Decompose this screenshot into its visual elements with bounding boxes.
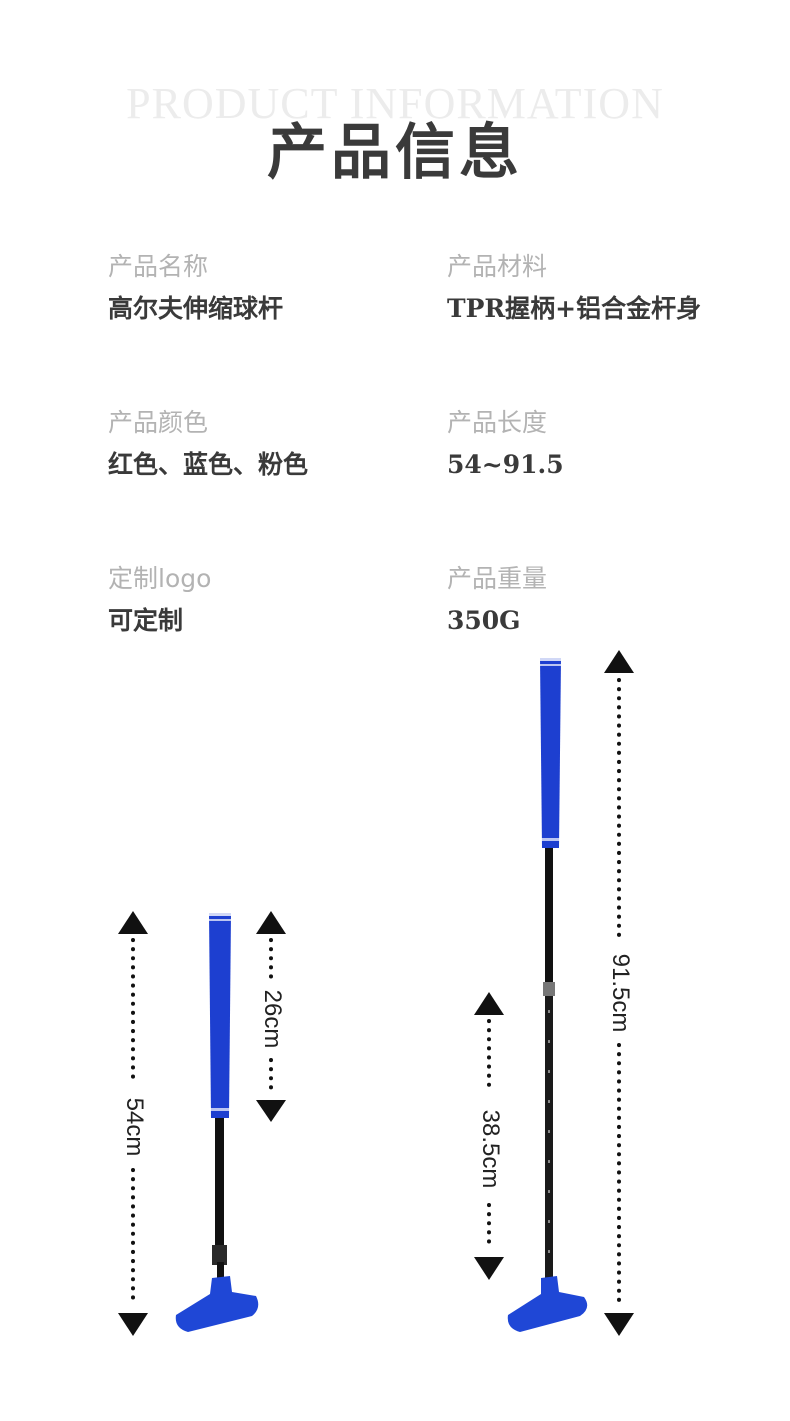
spec-color: 产品颜色 红色、蓝色、粉色 <box>108 408 308 480</box>
dimension-label-54cm: 54cm <box>121 1097 148 1157</box>
dimension-label-38-5cm: 38.5cm <box>477 1109 504 1189</box>
spec-label: 产品颜色 <box>108 408 209 437</box>
spec-product-name: 产品名称 高尔夫伸缩球杆 <box>108 252 283 324</box>
spec-material: 产品材料 TPR握柄+铝合金杆身 <box>447 252 701 324</box>
arrow-down-icon <box>474 1257 504 1280</box>
short-putter-head <box>175 1276 259 1332</box>
spec-value: 350G <box>447 606 521 635</box>
spec-value: TPR握柄+铝合金杆身 <box>447 294 702 323</box>
spec-label: 产品长度 <box>447 408 548 437</box>
dimension-91-5cm <box>604 650 634 1336</box>
spec-value: 54~91.5 <box>447 450 564 479</box>
long-putter <box>507 658 588 1332</box>
dimension-label-91-5cm: 91.5cm <box>607 953 634 1033</box>
arrow-down-icon <box>118 1313 148 1336</box>
arrow-up-icon <box>604 650 634 673</box>
arrow-down-icon <box>256 1100 286 1122</box>
dimension-26cm <box>256 911 286 1122</box>
spec-weight: 产品重量 350G <box>447 564 547 636</box>
arrow-up-icon <box>118 911 148 934</box>
spec-label: 产品名称 <box>108 252 209 281</box>
arrow-down-icon <box>604 1313 634 1336</box>
short-putter <box>175 913 259 1332</box>
spec-value: 可定制 <box>108 606 184 635</box>
spec-length: 产品长度 54~91.5 <box>447 408 564 480</box>
page-title: 产品信息 <box>267 118 523 188</box>
spec-label: 产品重量 <box>447 564 548 593</box>
dimension-38-5cm <box>474 992 504 1280</box>
long-putter-grip <box>540 658 561 848</box>
spec-label: 产品材料 <box>447 252 548 281</box>
long-putter-lower-shaft <box>545 996 553 1281</box>
long-putter-head <box>507 1276 588 1332</box>
long-putter-upper-shaft <box>545 845 553 985</box>
spec-logo: 定制logo 可定制 <box>108 564 211 636</box>
short-putter-grip <box>209 913 231 1118</box>
short-putter-joint <box>212 1245 227 1265</box>
arrow-up-icon <box>256 911 286 934</box>
arrow-up-icon <box>474 992 504 1015</box>
spec-label: 定制logo <box>108 564 212 593</box>
spec-value: 红色、蓝色、粉色 <box>108 450 309 479</box>
dimension-label-26cm: 26cm <box>259 989 286 1049</box>
dimension-54cm <box>118 911 148 1336</box>
background-title: PRODUCT INFORMATION <box>126 79 664 128</box>
spec-value: 高尔夫伸缩球杆 <box>108 294 284 323</box>
short-putter-shaft <box>215 1115 224 1250</box>
